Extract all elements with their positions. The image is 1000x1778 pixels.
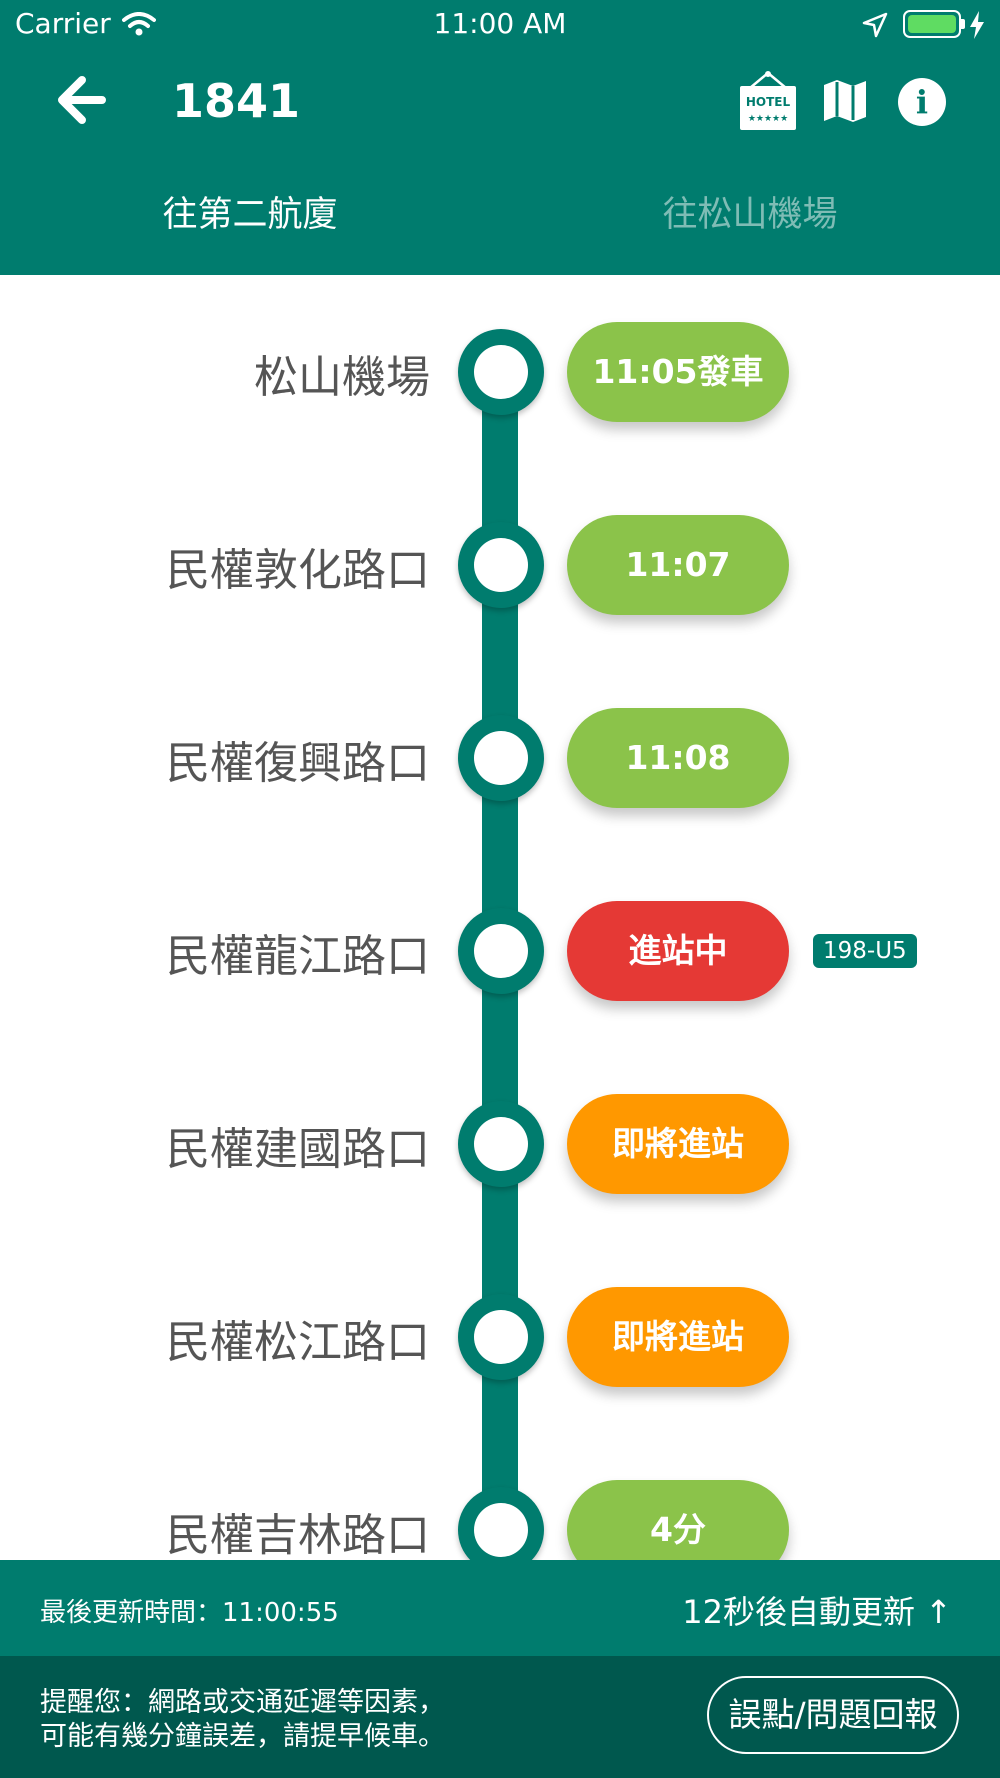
stop-name: 民權龍江路口 [166, 931, 430, 982]
tab-to-songshan-airport[interactable]: 往松山機場 [662, 195, 838, 235]
stop-node [458, 715, 544, 801]
eta-pill: 11:08 [567, 708, 789, 808]
eta-pill: 即將進站 [567, 1094, 789, 1194]
notice-text: 提醒您：網路或交通延遲等因素， 可能有幾分鐘誤差，請提早候車。 [40, 1686, 445, 1754]
stop-node [458, 522, 544, 608]
stop-row[interactable]: 民權敦化路口 11:07 [0, 510, 1000, 620]
stop-node [458, 1294, 544, 1380]
stop-name: 松山機場 [254, 352, 430, 403]
stop-name: 民權吉林路口 [166, 1510, 430, 1560]
status-bar: Carrier 11:00 AM [0, 0, 1000, 50]
battery-icon [903, 10, 961, 38]
carrier-label: Carrier [15, 7, 111, 40]
stop-node [458, 1101, 544, 1187]
stop-name: 民權復興路口 [166, 738, 430, 789]
auto-refresh-countdown[interactable]: 12秒後自動更新 ↑ [682, 1593, 952, 1631]
bus-plate-badge: 198-U5 [813, 934, 917, 968]
hotel-icon[interactable]: HOTEL ★★★★★ [738, 70, 798, 132]
stop-node [458, 908, 544, 994]
battery-level [908, 15, 956, 33]
eta-pill: 即將進站 [567, 1287, 789, 1387]
stop-row[interactable]: 民權龍江路口 進站中 198-U5 [0, 896, 1000, 1006]
notice-line-1: 提醒您：網路或交通延遲等因素， [40, 1687, 445, 1718]
battery-nub [961, 19, 965, 29]
svg-text:★★★★★: ★★★★★ [748, 114, 788, 124]
eta-pill: 4分 [567, 1480, 789, 1560]
route-number-title: 1841 [172, 74, 301, 128]
stop-node [458, 1487, 544, 1560]
stop-row[interactable]: 民權松江路口 即將進站 [0, 1282, 1000, 1392]
stop-list[interactable]: 松山機場 11:05發車 民權敦化路口 11:07 民權復興路口 11:08 民… [0, 275, 1000, 1560]
eta-pill: 11:07 [567, 515, 789, 615]
info-glyph: i [915, 83, 929, 121]
eta-pill: 11:05發車 [567, 322, 789, 422]
tab-to-terminal-2[interactable]: 往第二航廈 [162, 195, 338, 235]
stop-name: 民權敦化路口 [166, 545, 430, 596]
update-bar: 最後更新時間：11:00:55 12秒後自動更新 ↑ [0, 1560, 1000, 1656]
wifi-icon [122, 12, 156, 36]
stop-name: 民權松江路口 [166, 1317, 430, 1368]
eta-pill: 進站中 [567, 901, 789, 1001]
info-icon[interactable]: i [898, 78, 946, 126]
app-header: Carrier 11:00 AM 1841 HOTEL ★★★★★ i 往第二航… [0, 0, 1000, 275]
last-update-time: 最後更新時間：11:00:55 [40, 1598, 339, 1628]
back-arrow-icon[interactable] [50, 65, 120, 135]
stop-node [458, 329, 544, 415]
location-arrow-icon [862, 12, 888, 38]
hotel-icon-text: HOTEL [746, 95, 791, 109]
map-icon[interactable] [822, 78, 868, 124]
stop-row[interactable]: 松山機場 11:05發車 [0, 317, 1000, 427]
stop-row[interactable]: 民權復興路口 11:08 [0, 703, 1000, 813]
stop-name: 民權建國路口 [166, 1124, 430, 1175]
clock: 11:00 AM [433, 7, 567, 40]
charging-bolt-icon [970, 11, 984, 39]
stop-row[interactable]: 民權吉林路口 4分 [0, 1475, 1000, 1560]
notice-bar: 提醒您：網路或交通延遲等因素， 可能有幾分鐘誤差，請提早候車。 誤點/問題回報 [0, 1656, 1000, 1778]
notice-line-2: 可能有幾分鐘誤差，請提早候車。 [40, 1721, 445, 1752]
report-issue-button[interactable]: 誤點/問題回報 [707, 1676, 959, 1754]
stop-row[interactable]: 民權建國路口 即將進站 [0, 1089, 1000, 1199]
